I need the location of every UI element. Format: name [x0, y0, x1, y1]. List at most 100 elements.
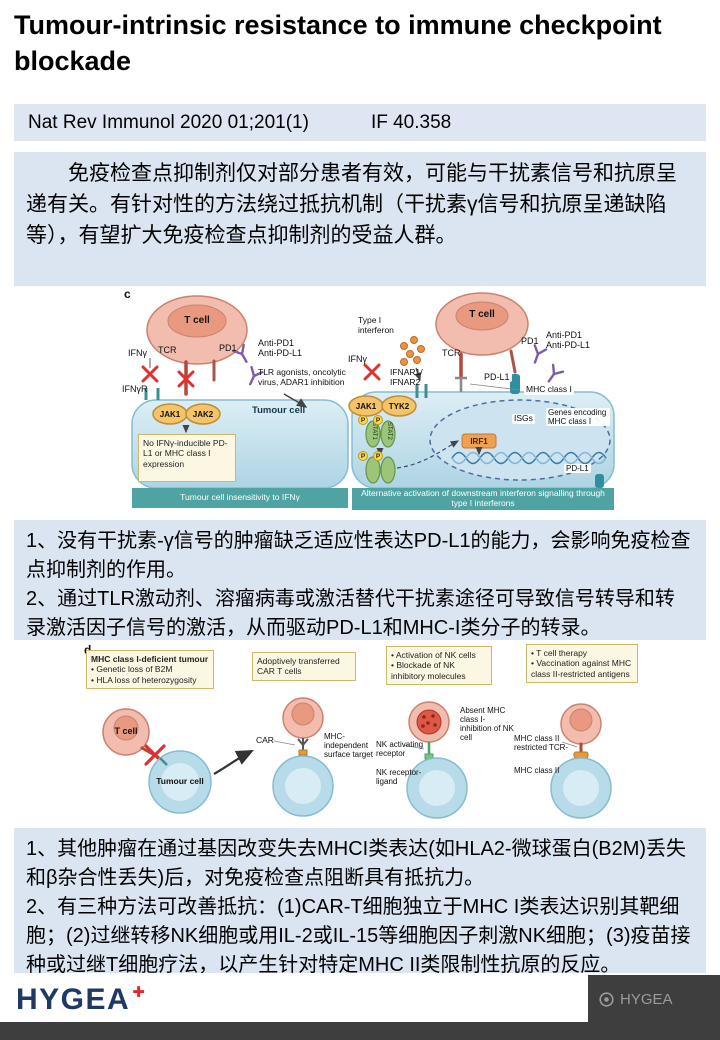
therapy-bullet: • T cell therapy [531, 648, 588, 658]
stat2-shape [380, 420, 396, 448]
pdl1-label: PD-L1 [482, 372, 512, 383]
antibody-icon [248, 365, 264, 386]
mhc2-tcr-label: MHC class II restricted TCR- [514, 734, 569, 753]
anti-pdl1-text: Anti-PD-L1 [546, 340, 591, 351]
camera-icon [599, 992, 614, 1007]
stat2-shape [380, 456, 396, 484]
phospho-p-badge: P [358, 415, 368, 425]
irf1-label: IRF1 [470, 437, 488, 446]
figure-c: c T cell TCR PD1 IFNγ IFNγR Anti-PD1 Ant… [0, 287, 720, 518]
tlr-arrow [283, 393, 308, 408]
ifng-label: IFNγ [348, 354, 367, 364]
tumour-cell-label: Tumour cell [156, 776, 204, 786]
no-expression-note: No IFNγ-inducible PD-L1 or MHC class I e… [138, 434, 236, 482]
nk-activating-label: NK activating receptor [376, 740, 424, 759]
mhc-class1-label: MHC class I [524, 384, 574, 395]
watermark: HYGEA [598, 991, 673, 1008]
notes-box-2: 1、其他肿瘤在通过基因改变失去MHCI类表达(如HLA2-微球蛋白(B2M)丢失… [14, 828, 706, 973]
blocked-tcr-x-icon [177, 370, 195, 388]
anti-pd1-text: Anti-PD1 [258, 338, 295, 348]
watermark-text: HYGEA [620, 991, 673, 1008]
t-cell-label: T cell [184, 315, 210, 326]
mhc2-molecule [573, 751, 589, 759]
pdl1-gene-label: PD-L1 [564, 464, 591, 474]
nk-leader-line [403, 744, 425, 750]
deficient-tumour-box: MHC class I-deficient tumour • Genetic l… [86, 650, 214, 690]
t-cell-label: T cell [114, 726, 138, 736]
impact-factor: IF 40.358 [370, 111, 452, 133]
nk-ligand-label: NK receptor-ligand [376, 768, 422, 787]
t-cell-nucleus [167, 304, 227, 338]
car-t-nucleus [291, 702, 315, 726]
jak1-label: JAK1 [159, 410, 181, 419]
type1-interferon-label: Type I interferon [358, 315, 394, 335]
t-cell-nucleus [113, 715, 139, 741]
antibody-icon [232, 343, 248, 363]
tumour-cell-inner [161, 763, 199, 801]
anti-pd1-label: Anti-PD1 Anti-PD-L1 [546, 330, 590, 351]
pd1-label: PD1 [521, 336, 539, 346]
tcr-label: TCR [158, 345, 177, 355]
dna-helix [451, 451, 607, 465]
note-line: 2、有三种方法可改善抵抗：(1)CAR-T细胞独立于MHC I类表达识别其靶细胞… [26, 896, 691, 973]
footer-bar [0, 1022, 720, 1040]
flow-arrow [213, 750, 254, 775]
summary-box: 免疫检查点抑制剂仅对部分患者有效，可能与干扰素信号和抗原呈递有关。有针对性的方法… [14, 152, 706, 286]
figure-d-artwork [102, 697, 612, 819]
isgs-label: ISGs [512, 413, 535, 424]
car-label: CAR [256, 735, 274, 745]
footer: HYGEA✚ HYGEA [0, 975, 720, 1040]
dna-helix [451, 451, 607, 465]
logo-text: HYGEA [16, 983, 131, 1016]
nk-bullet: • Blockade of NK inhibitory molecules [391, 660, 466, 681]
stat1-label: STAT1 [370, 422, 377, 440]
pd1-label: PD1 [219, 343, 237, 353]
receptor-stub [159, 757, 168, 766]
deficient-bullet: • HLA loss of heterozygosity [91, 674, 197, 685]
tcr-label: TCR [442, 348, 461, 358]
nk-bullet: • Activation of NK cells [391, 650, 476, 660]
jak1-label: JAK1 [355, 402, 377, 411]
left-caption-bar: Tumour cell insensitivity to IFNγ [132, 488, 348, 508]
figure-d: d MHC class I-deficient tumour • Genetic… [0, 642, 720, 826]
ifng-label: IFNγ [128, 348, 147, 358]
mhc1-receptor [455, 376, 467, 392]
jak2-shape [185, 403, 221, 425]
ifnar-label: IFNAR1/ IFNAR2 [390, 367, 423, 387]
note-line: 1、没有干扰素-γ信号的肿瘤缺乏适应性表达PD-L1的能力，会影响免疫检查点抑制… [26, 530, 691, 581]
pdl1-receptor [595, 474, 604, 488]
t-cell-nucleus [455, 301, 509, 331]
right-caption-bar: Alternative activation of downstream int… [352, 488, 614, 510]
nk-box: • Activation of NK cells • Blockade of N… [386, 646, 492, 686]
interferon-arrow [414, 367, 422, 382]
hygea-logo: HYGEA✚ [16, 983, 145, 1017]
car-t-box: Adoptively transferred CAR T cells [252, 652, 356, 681]
type1-interferon-dots [400, 336, 425, 366]
target-cell-inner [419, 770, 455, 806]
blocked-ifng-x-icon [363, 363, 381, 381]
tlr-label: TLR agonists, oncolytic virus, ADAR1 inh… [258, 367, 346, 387]
anti-pd1-text: Anti-PD1 [546, 330, 583, 340]
anti-pd1-label: Anti-PD1 Anti-PD-L1 [258, 338, 302, 359]
stat-to-irf1-arrow [396, 440, 460, 469]
journal-reference: Nat Rev Immunol 2020 01;201(1) [28, 111, 309, 133]
logo-cross-icon: ✚ [132, 984, 145, 1001]
absent-mhc-label: Absent MHC class I-inhibition of NK cell [458, 706, 516, 743]
surface-target [298, 749, 308, 756]
ifnar-receptor [415, 384, 428, 398]
phospho-p-badge: P [373, 415, 383, 425]
note-line: 1、其他肿瘤在通过基因改变失去MHCI类表达(如HLA2-微球蛋白(B2M)丢失… [26, 838, 687, 889]
panel-label-c: c [124, 287, 131, 301]
page-title: Tumour-intrinsic resistance to immune ch… [14, 10, 662, 76]
antibody-icon [547, 363, 565, 383]
phospho-p-badge: P [358, 451, 368, 461]
nk-granules [421, 714, 437, 728]
mhc2-label: MHC class II [514, 766, 560, 775]
jak2-label: JAK2 [192, 410, 214, 419]
mhc-independent-label: MHC-independent surface target [322, 732, 376, 760]
t-cell-therapy-box: • T cell therapy • Vaccination against M… [526, 644, 638, 684]
citation-bar: Nat Rev Immunol 2020 01;201(1) IF 40.358 [14, 104, 706, 141]
deficient-tumour-title: MHC class I-deficient tumour [91, 654, 209, 664]
anti-pdl1-text: Anti-PD-L1 [258, 348, 303, 359]
tumour-cell-label: Tumour cell [252, 405, 306, 416]
